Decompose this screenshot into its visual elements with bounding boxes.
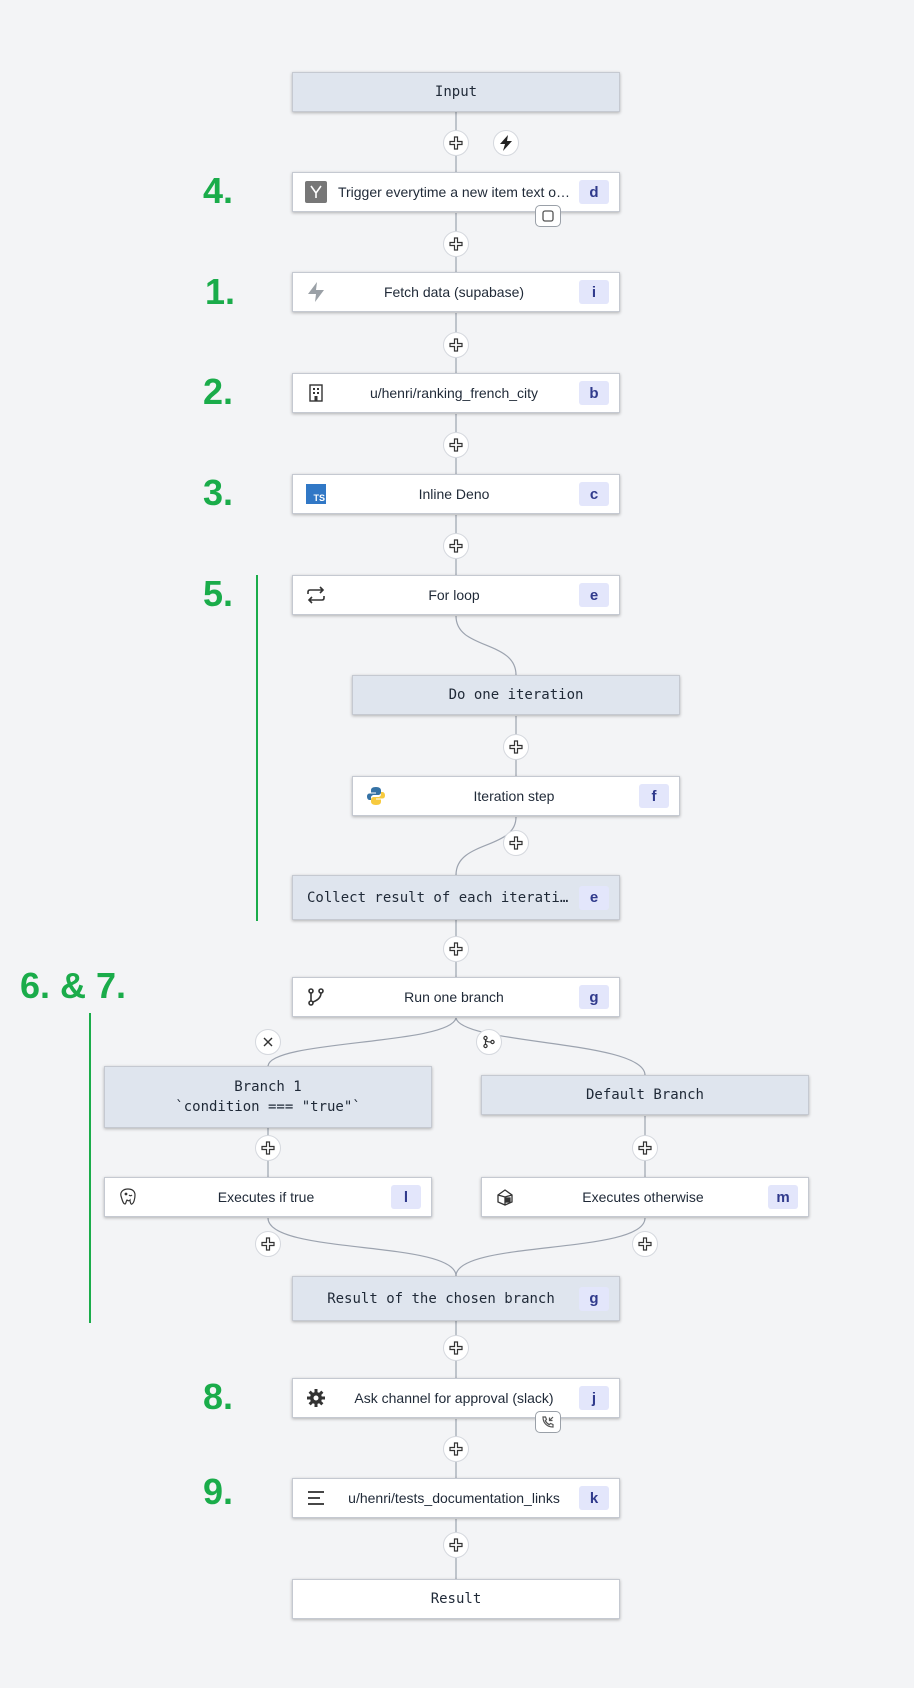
- result-of-branch-node[interactable]: Result of the chosen branch g: [292, 1276, 620, 1321]
- plus-icon: [449, 136, 463, 150]
- edge: [455, 816, 517, 876]
- edge: [455, 615, 517, 676]
- plus-icon: [449, 1442, 463, 1456]
- do-iteration-node[interactable]: Do one iteration: [352, 675, 680, 715]
- add-step-button[interactable]: [443, 1335, 469, 1361]
- plus-icon: [261, 1237, 275, 1251]
- y-logo-icon: [303, 179, 329, 205]
- postgres-elephant-icon: [115, 1184, 141, 1210]
- plus-icon: [509, 740, 523, 754]
- git-branch-icon: [303, 984, 329, 1010]
- executes-otherwise-node[interactable]: Executes otherwise m: [481, 1177, 809, 1217]
- add-step-button[interactable]: [255, 1135, 281, 1161]
- annotation-3: 3.: [203, 472, 234, 513]
- step-id-badge: d: [579, 180, 609, 204]
- iteration-step-node[interactable]: Iteration step f: [352, 776, 680, 816]
- annotation-9: 9.: [203, 1471, 234, 1512]
- forloop-node[interactable]: For loop e: [292, 575, 620, 615]
- annotation-1: 1.: [205, 271, 236, 312]
- tests-node[interactable]: u/henri/tests_documentation_links k: [292, 1478, 620, 1518]
- lightning-icon: [500, 135, 512, 151]
- git-merge-icon: [483, 1035, 495, 1049]
- step-id-badge: e: [579, 885, 609, 910]
- building-icon: [303, 380, 329, 406]
- plus-icon: [638, 1141, 652, 1155]
- annotation-5: 5.: [203, 573, 234, 614]
- annotation-4: 4.: [203, 170, 234, 211]
- add-branch-button[interactable]: [476, 1029, 502, 1055]
- step-id-badge: l: [391, 1185, 421, 1209]
- schedule-button[interactable]: [493, 130, 519, 156]
- fetch-node[interactable]: Fetch data (supabase) i: [292, 272, 620, 312]
- plus-icon: [449, 338, 463, 352]
- add-step-button[interactable]: [255, 1231, 281, 1257]
- add-step-button[interactable]: [503, 830, 529, 856]
- plus-icon: [509, 836, 523, 850]
- step-id-badge: j: [579, 1386, 609, 1410]
- add-step-button[interactable]: [443, 432, 469, 458]
- typescript-icon: TS: [303, 481, 329, 507]
- step-id-badge: g: [579, 1286, 609, 1311]
- add-step-button[interactable]: [503, 734, 529, 760]
- plus-icon: [261, 1141, 275, 1155]
- annotation-6-7: 6. & 7.: [20, 965, 127, 1006]
- plus-icon: [449, 1538, 463, 1552]
- edge: [455, 1017, 646, 1076]
- square-icon[interactable]: [535, 205, 561, 227]
- step-id-badge: e: [579, 583, 609, 607]
- add-step-button[interactable]: [443, 1532, 469, 1558]
- step-id-badge: k: [579, 1486, 609, 1510]
- close-icon: [263, 1037, 273, 1047]
- annotation-2: 2.: [203, 371, 234, 412]
- step-id-badge: m: [768, 1185, 798, 1209]
- repeat-icon: [303, 582, 329, 608]
- branch-group-bracket: [89, 1013, 91, 1323]
- add-step-button[interactable]: [443, 332, 469, 358]
- plus-icon: [449, 942, 463, 956]
- ranking-node[interactable]: u/henri/ranking_french_city b: [292, 373, 620, 413]
- branch-1-condition: `condition === "true"`: [175, 1099, 361, 1115]
- step-id-badge: f: [639, 784, 669, 808]
- step-id-badge: g: [579, 985, 609, 1009]
- add-step-button[interactable]: [632, 1135, 658, 1161]
- default-branch-node[interactable]: Default Branch: [481, 1075, 809, 1115]
- supabase-bolt-icon: [303, 279, 329, 305]
- remove-branch-button[interactable]: [255, 1029, 281, 1055]
- plus-icon: [449, 438, 463, 452]
- add-step-button[interactable]: [443, 130, 469, 156]
- step-id-badge: b: [579, 381, 609, 405]
- collect-results-node[interactable]: Collect result of each iteration e: [292, 875, 620, 920]
- phone-incoming-icon[interactable]: [535, 1411, 561, 1433]
- edge: [455, 1217, 646, 1277]
- result-node[interactable]: Result: [292, 1579, 620, 1619]
- add-step-button[interactable]: [443, 1436, 469, 1462]
- add-step-button[interactable]: [443, 936, 469, 962]
- edge: [267, 1017, 457, 1067]
- plus-icon: [449, 539, 463, 553]
- plus-icon: [638, 1237, 652, 1251]
- add-step-button[interactable]: [632, 1231, 658, 1257]
- gear-icon: [303, 1385, 329, 1411]
- plus-icon: [449, 237, 463, 251]
- loop-group-bracket: [256, 575, 258, 921]
- add-step-button[interactable]: [443, 533, 469, 559]
- executes-if-true-node[interactable]: Executes if true l: [104, 1177, 432, 1217]
- python-icon: [363, 783, 389, 809]
- trigger-node[interactable]: Trigger everytime a new item text o… d: [292, 172, 620, 212]
- step-id-badge: i: [579, 280, 609, 304]
- branch-1-title: Branch 1: [234, 1079, 302, 1095]
- deno-node[interactable]: TS Inline Deno c: [292, 474, 620, 514]
- input-node[interactable]: Input: [292, 72, 620, 112]
- align-left-icon: [303, 1485, 329, 1511]
- plus-icon: [449, 1341, 463, 1355]
- branch-1-node[interactable]: Branch 1 `condition === "true"`: [104, 1066, 432, 1128]
- run-branch-node[interactable]: Run one branch g: [292, 977, 620, 1017]
- bun-icon: [492, 1184, 518, 1210]
- edge: [267, 1217, 457, 1277]
- add-step-button[interactable]: [443, 231, 469, 257]
- step-id-badge: c: [579, 482, 609, 506]
- annotation-8: 8.: [203, 1376, 234, 1417]
- approval-node[interactable]: Ask channel for approval (slack) j: [292, 1378, 620, 1418]
